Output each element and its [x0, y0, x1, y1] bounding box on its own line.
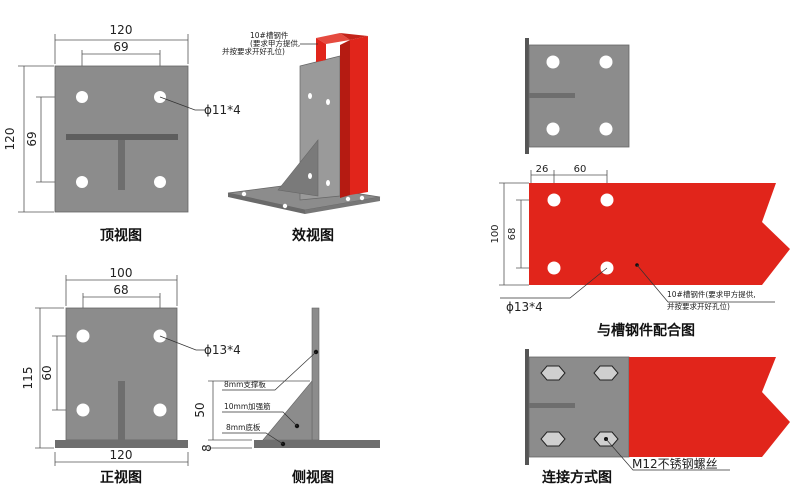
bolt-icon — [540, 365, 566, 381]
mating-view-caption: 与槽钢件配合图 — [597, 322, 695, 339]
connection-view: M12不锈钢螺丝 连接方式图 — [525, 349, 790, 486]
mating-note-1: 10#槽钢件(要求甲方提供, — [667, 289, 756, 299]
front-rib — [118, 381, 125, 440]
effect-rib — [277, 139, 319, 197]
connection-view-caption: 连接方式图 — [542, 469, 612, 486]
front-view-caption: 正视图 — [100, 469, 142, 486]
front-base-plate — [55, 440, 188, 448]
effect-view: 10#槽钢件 (要求甲方提供, 并按要求开好孔位) 效视图 — [222, 30, 381, 244]
top-view: 120 69 120 69 ϕ11*4 顶视图 — [3, 23, 241, 244]
plate-side-detail — [525, 38, 630, 154]
effect-note-3: 并按要求开好孔位) — [222, 46, 285, 56]
front-view: 100 68 115 60 ϕ13*4 120 正视图 — [21, 266, 241, 486]
effect-channel — [350, 36, 368, 195]
top-dim-69: 69 — [113, 40, 128, 54]
side-label-base: 8mm底板 — [226, 422, 261, 432]
effect-view-caption: 效视图 — [292, 227, 334, 244]
mating-hole-label: ϕ13*4 — [506, 300, 543, 314]
side-view: 8mm支撑板 10mm加强筋 8mm底板 50 8 侧视图 — [193, 307, 380, 486]
mating-dim-68: 68 — [507, 228, 518, 241]
top-hole — [76, 176, 88, 188]
top-dim-69-v: 69 — [25, 131, 39, 146]
side-label-rib: 10mm加强筋 — [224, 401, 271, 411]
front-hole — [76, 403, 90, 417]
side-base-plate — [254, 440, 380, 448]
mating-channel — [529, 183, 790, 285]
mating-note-2: 并按要求开好孔位) — [667, 301, 730, 311]
top-rib — [118, 140, 125, 190]
top-hole — [154, 176, 166, 188]
front-hole — [153, 403, 167, 417]
side-support-plate — [311, 307, 320, 441]
side-dim-8: 8 — [200, 444, 214, 452]
front-dim-100: 100 — [110, 266, 133, 280]
effect-channel-side — [340, 40, 350, 198]
front-hole — [76, 329, 90, 343]
mating-view: 26 60 100 68 ϕ13*4 10#槽钢件(要求甲方提供, 并按要求开好… — [490, 164, 790, 339]
connection-bolt-label: M12不锈钢螺丝 — [632, 457, 718, 471]
side-view-caption: 侧视图 — [292, 469, 334, 486]
mating-hole — [600, 193, 614, 207]
front-dim-120: 120 — [110, 448, 133, 462]
mating-dim-100: 100 — [490, 224, 501, 243]
top-dim-120-v: 120 — [3, 128, 17, 151]
bolt-icon — [540, 431, 566, 447]
front-dim-115: 115 — [21, 367, 35, 390]
mating-hole — [547, 193, 561, 207]
front-dim-60: 60 — [40, 365, 54, 380]
mating-hole — [547, 261, 561, 275]
effect-note-2: (要求甲方提供, — [250, 38, 300, 48]
top-hole — [76, 91, 88, 103]
side-label-support: 8mm支撑板 — [224, 379, 266, 389]
top-hole-label: ϕ11*4 — [204, 103, 241, 117]
connection-channel — [629, 357, 790, 457]
mating-dim-26: 26 — [536, 164, 549, 175]
top-view-caption: 顶视图 — [100, 227, 142, 244]
side-dim-50: 50 — [193, 402, 207, 417]
front-dim-68: 68 — [113, 283, 128, 297]
top-support-plate — [66, 134, 178, 140]
mating-dim-60: 60 — [574, 164, 587, 175]
front-hole-label: ϕ13*4 — [204, 343, 241, 357]
effect-note-1: 10#槽钢件 — [250, 30, 289, 40]
bolt-icon — [593, 365, 619, 381]
top-dim-120: 120 — [110, 23, 133, 37]
